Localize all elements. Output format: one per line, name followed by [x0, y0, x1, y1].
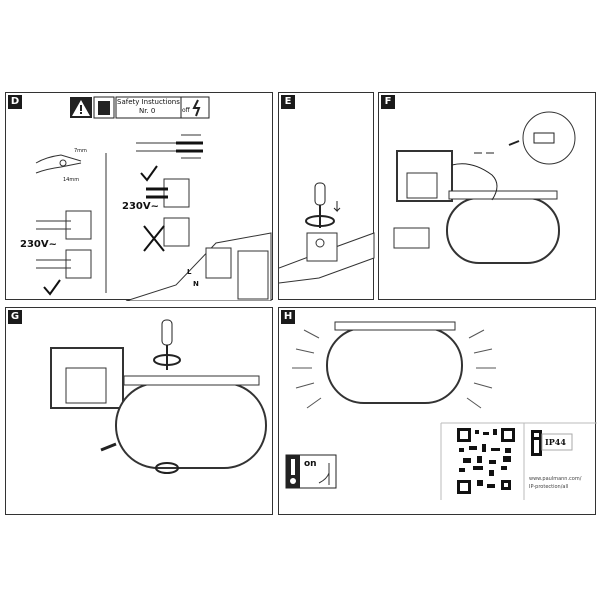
safety-instructions-number: Nr. 0	[139, 107, 156, 115]
panel-label: G	[8, 310, 22, 324]
switch-off-label: off	[182, 107, 190, 114]
voltage-label-right: 230V~	[122, 201, 159, 212]
panel-d: D Safety Instuctions Nr. 0 off 7mm 14m	[5, 92, 273, 301]
strip-length-7mm: 7mm	[74, 148, 87, 154]
url-line-2[interactable]: IP-protection/all	[529, 484, 569, 490]
lit-luminaire-illustration	[285, 321, 597, 500]
panel-f: F	[378, 92, 596, 300]
panel-label: F	[381, 95, 395, 109]
panel-label: D	[8, 95, 22, 109]
panel-g: G	[5, 307, 273, 515]
live-wire-label: L	[187, 268, 192, 276]
ip-rating-badge: IP44	[545, 437, 566, 447]
switch-on-label: on	[304, 459, 317, 469]
panel-label: E	[281, 95, 295, 109]
screw-mount-illustration	[279, 182, 375, 284]
panel-e: E	[278, 92, 375, 300]
panel-h: H on IP44 www.paulmann.com/ IP-protecti	[278, 307, 597, 515]
url-line-1[interactable]: www.paulmann.com/	[529, 476, 582, 482]
strip-length-14mm: 14mm	[63, 177, 80, 183]
safety-instructions-title: Safety Instuctions	[117, 98, 180, 106]
connector-illustration	[393, 111, 576, 264]
wiring-illustration	[35, 96, 272, 301]
voltage-label-left: 230V~	[20, 239, 57, 250]
mounting-illustration	[50, 319, 267, 474]
panel-label: H	[281, 310, 295, 324]
neutral-wire-label: N	[193, 280, 199, 288]
